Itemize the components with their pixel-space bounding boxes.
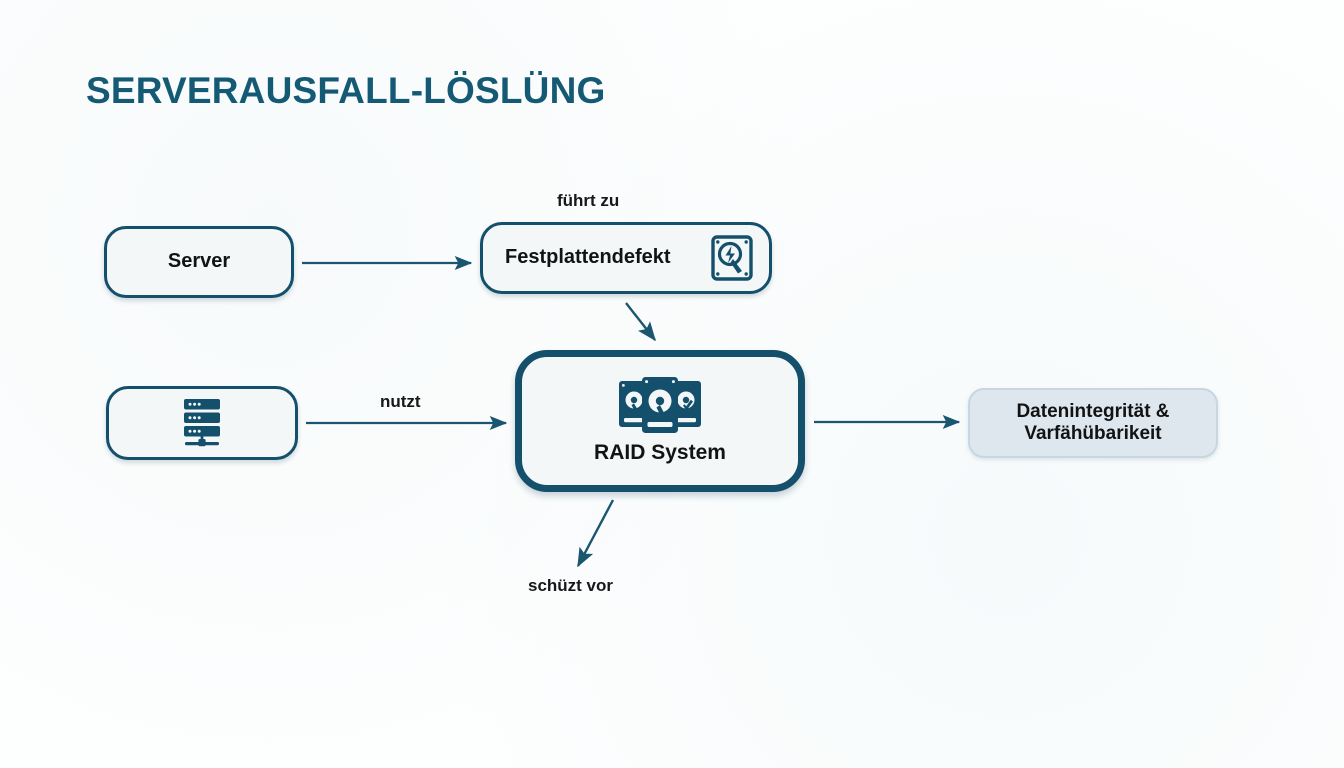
node-server-label: Server [167,250,231,273]
edge-label-nutzt: nutzt [380,392,421,411]
hard-drive-failure-icon [711,235,753,281]
node-disk-failure[interactable]: Festplattendefekt [480,222,772,294]
node-outcome[interactable]: Datenintegrität & Varfähübarikeit [968,388,1218,458]
edge-raid-protects [576,499,615,568]
node-outcome-label: Datenintegrität & Varfähübarikeit [1016,401,1169,446]
node-server[interactable]: Server [104,226,294,298]
server-rack-icon [176,396,228,450]
node-disk-failure-label: Festplattendefekt [505,246,671,269]
node-raid-system-label: RAID System [594,440,726,464]
node-outcome-label-line2: Varfähübarikeit [1024,423,1162,444]
edge-disk-failure-to-raid [625,302,656,342]
edge-label-fuehrt-zu: führt zu [557,191,620,210]
page-title: SERVERAUSFALL-LÖSLÜNG [86,70,606,111]
node-server-rack[interactable] [106,386,298,460]
node-outcome-label-line1: Datenintegrität & [1016,400,1170,422]
edge-label-schuezt-vor: schüzt vor [528,576,614,595]
node-raid-system[interactable]: RAID System [515,350,805,492]
raid-disks-icon [615,376,705,433]
